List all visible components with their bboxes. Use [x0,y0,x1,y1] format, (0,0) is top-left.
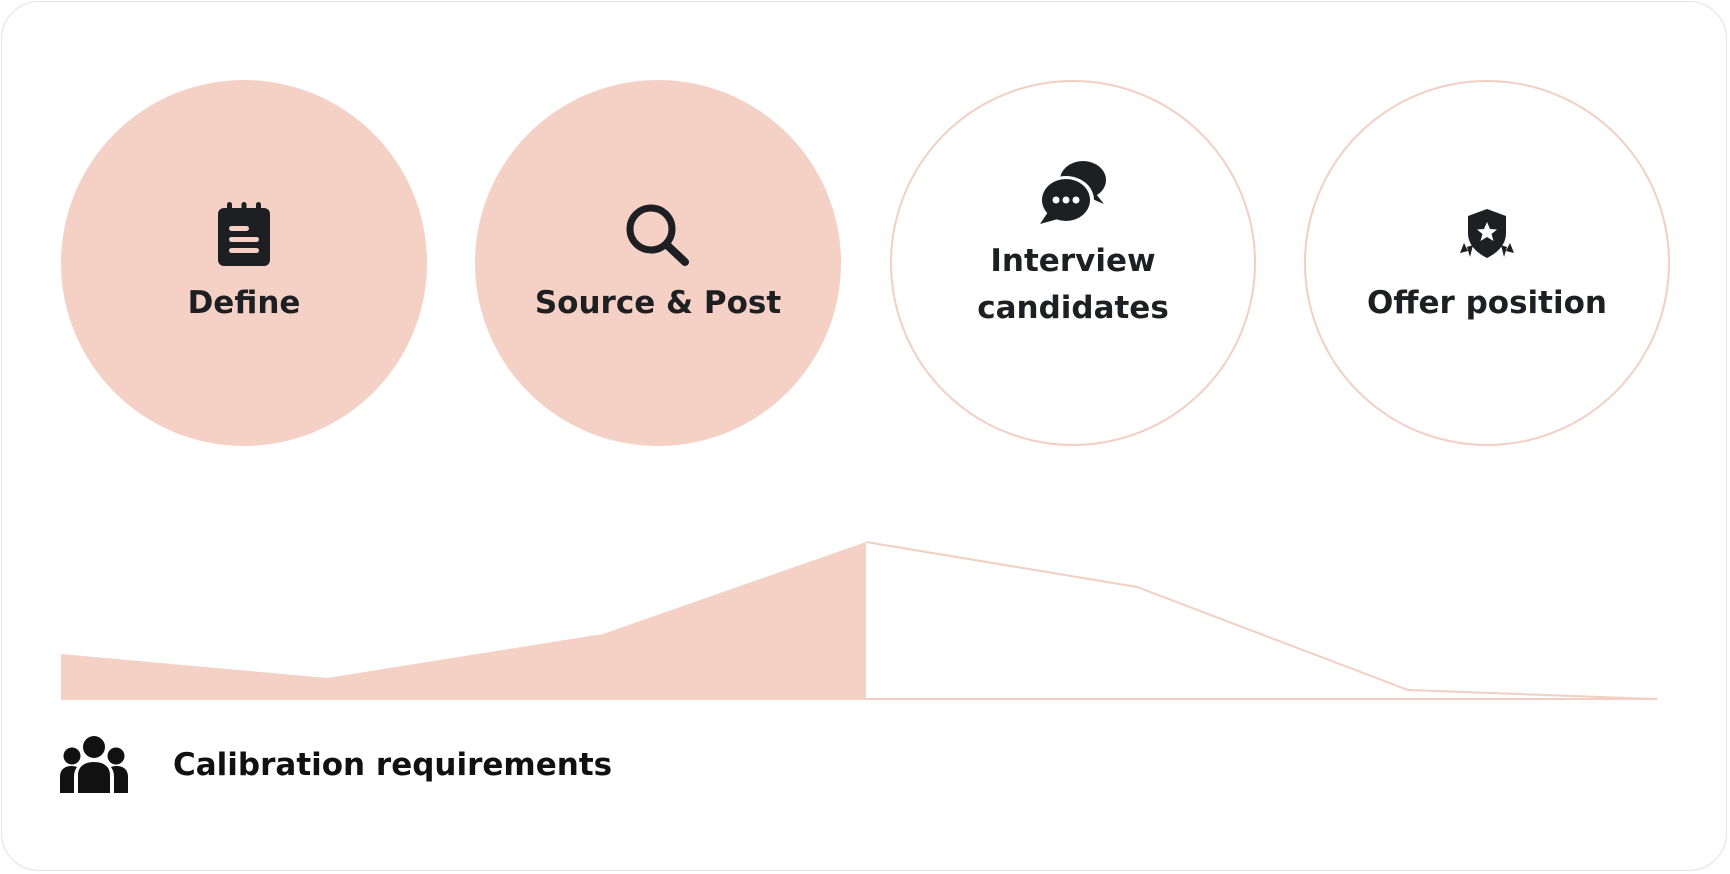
filled-area [61,542,866,700]
stage-offer-position: Offer position [1304,80,1670,446]
stage-label: Source & Post [534,284,782,321]
outline-area [865,541,1658,700]
stage-label: Offer position [1367,284,1607,321]
stage-define: Define [61,80,427,446]
team-icon [59,735,129,795]
notepad-icon [209,200,279,270]
stage-label: Define [187,284,301,321]
chat-bubbles-icon [1038,158,1108,228]
stage-label: Interview candidates [977,243,1169,326]
badge-shield-icon [1452,200,1522,270]
stage-interview-candidates: Interview candidates [890,80,1256,446]
calibration-requirements-label: Calibration requirements [173,747,613,783]
search-icon [623,200,693,270]
stage-source-post: Source & Post [475,80,841,446]
